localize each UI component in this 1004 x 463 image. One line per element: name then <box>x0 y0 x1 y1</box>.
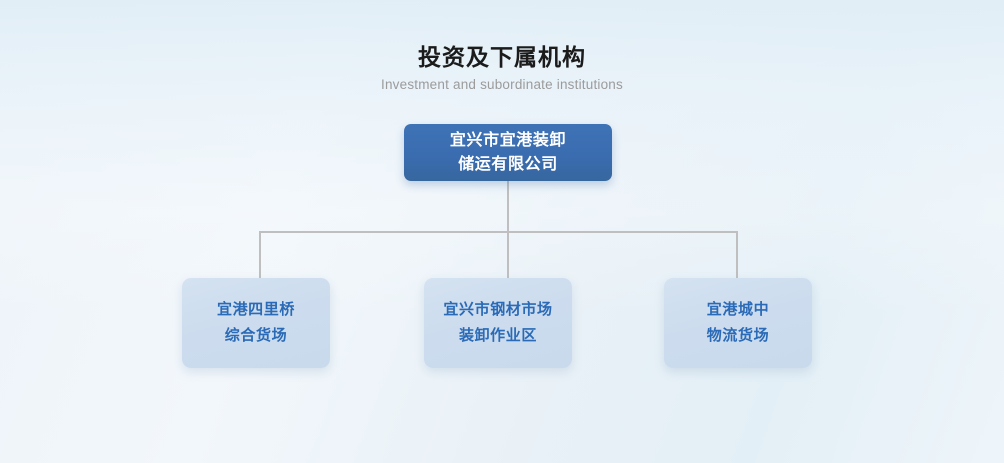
org-node-child-2-line-2: 装卸作业区 <box>458 327 537 344</box>
org-node-child-1-line-2: 综合货场 <box>224 327 288 344</box>
heading-block: 投资及下属机构 Investment and subordinate insti… <box>0 42 1004 94</box>
org-node-root[interactable]: 宜兴市宜港装卸 储运有限公司 <box>404 124 612 181</box>
org-node-child-3-line-2: 物流货场 <box>706 327 770 344</box>
org-node-child-1[interactable]: 宜港四里桥 综合货场 <box>182 278 330 368</box>
page-title: 投资及下属机构 <box>418 44 586 70</box>
org-node-root-line-1: 宜兴市宜港装卸 <box>449 131 567 149</box>
org-node-child-3[interactable]: 宜港城中 物流货场 <box>664 278 812 368</box>
org-node-child-2-line-1: 宜兴市钢材市场 <box>443 301 553 318</box>
page-subtitle: Investment and subordinate institutions <box>381 77 623 92</box>
org-node-root-line-2: 储运有限公司 <box>458 155 558 173</box>
org-node-child-3-line-1: 宜港城中 <box>706 301 770 318</box>
org-node-child-1-line-1: 宜港四里桥 <box>216 301 295 318</box>
org-node-child-2[interactable]: 宜兴市钢材市场 装卸作业区 <box>424 278 572 368</box>
